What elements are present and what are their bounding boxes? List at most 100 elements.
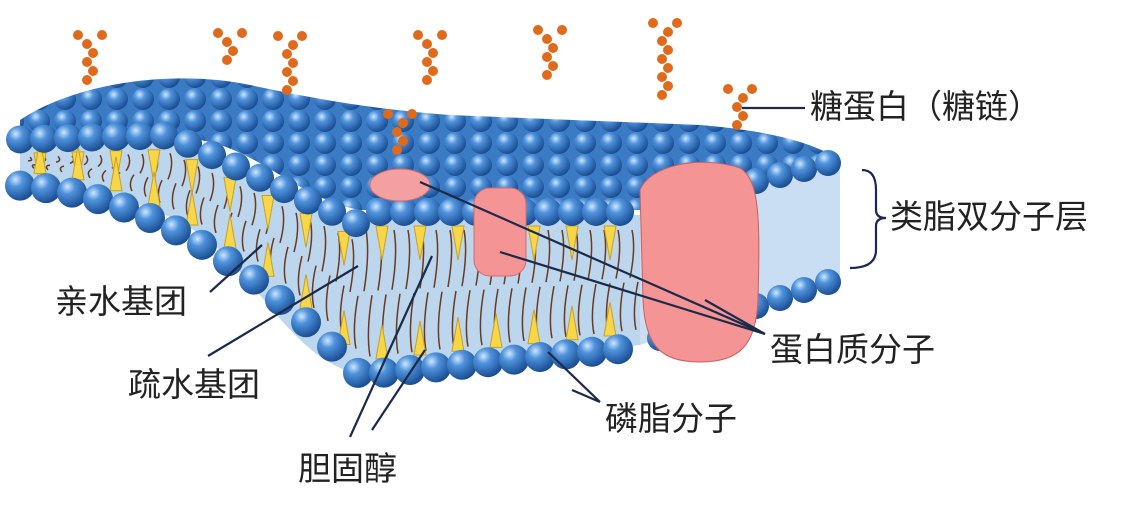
- lipid-tail: [545, 229, 551, 283]
- phospholipid-head: [198, 141, 226, 170]
- lipid-tail: [461, 229, 467, 287]
- phospholipid-head: [577, 336, 607, 367]
- sugar-unit: [213, 28, 223, 38]
- cholesterol-molecule: [261, 195, 275, 230]
- phospholipid-head: [499, 344, 529, 375]
- phospholipid-head: [525, 342, 555, 372]
- phospholipid-head: [187, 229, 217, 260]
- lipid-bilayer-brace: [849, 168, 887, 270]
- phospholipid-head: [109, 192, 139, 223]
- cholesterol-molecule: [185, 159, 199, 194]
- phospholipid-head: [150, 121, 178, 150]
- phospholipid-head: [83, 184, 113, 215]
- sugar-unit: [407, 109, 417, 119]
- sugar-unit: [82, 39, 92, 49]
- sugar-unit: [648, 18, 658, 28]
- phospholipid-head: [767, 162, 793, 188]
- lipid-tail: [521, 287, 527, 342]
- sugar-unit: [288, 76, 298, 86]
- lipid-tail: [209, 172, 215, 202]
- sugar-unit: [97, 30, 107, 40]
- cholesterol-molecule: [413, 320, 427, 356]
- cholesterol-molecule: [109, 156, 123, 192]
- sugar-unit: [663, 81, 673, 91]
- lipid-tail: [251, 192, 257, 226]
- sugar-unit: [288, 40, 298, 50]
- sugar-unit: [672, 18, 682, 28]
- lipid-tail: [213, 204, 219, 234]
- lipid-tail: [283, 246, 289, 284]
- lipid-tail: [195, 166, 201, 194]
- sugar-unit: [392, 145, 402, 155]
- lipid-tail: [433, 229, 439, 288]
- sugar-unit: [533, 25, 543, 35]
- phospholipid-head: [438, 198, 466, 226]
- sugar-unit: [282, 49, 292, 59]
- cholesterol-molecule: [451, 225, 465, 261]
- phospholipid-head: [551, 339, 581, 370]
- lipid-tail: [465, 290, 471, 347]
- lipid-tail: [479, 289, 485, 346]
- phospholipid-head: [414, 198, 442, 226]
- leader-phospholipid-1: [547, 351, 601, 403]
- phospholipid-head: [318, 197, 346, 226]
- phospholipid-head: [31, 173, 61, 204]
- lipid-tail: [237, 186, 243, 218]
- lipid-tail: [437, 291, 443, 350]
- sugar-unit: [732, 120, 742, 130]
- phospholipid-head: [447, 349, 477, 380]
- lipid-tail: [311, 265, 317, 309]
- label-hydrophilic-group: 亲水基团: [55, 282, 187, 321]
- leader-protein-1: [419, 180, 766, 336]
- cholesterol-molecule: [375, 225, 389, 261]
- leader-lines: [207, 106, 887, 438]
- sugar-unit: [222, 55, 232, 65]
- lipid-tail: [59, 165, 65, 173]
- lipid-tail: [125, 154, 131, 172]
- phospholipid-head: [102, 122, 130, 151]
- glycoprotein-sugar-chains: [73, 18, 757, 155]
- sugar-unit: [73, 30, 83, 40]
- sugar-unit: [657, 90, 667, 100]
- sugar-unit: [428, 66, 438, 76]
- phospholipid-head: [317, 331, 347, 362]
- lipid-tail: [619, 282, 625, 332]
- sugar-unit: [422, 57, 432, 67]
- phospholipid-head: [582, 198, 610, 226]
- lipid-tail: [171, 183, 177, 210]
- phospholipid-head: [395, 355, 425, 385]
- sugar-unit: [428, 48, 438, 58]
- sugar-unit: [437, 30, 447, 40]
- lipid-tail: [559, 229, 565, 282]
- lipid-tail: [325, 275, 331, 322]
- sugar-unit: [657, 36, 667, 46]
- lipid-tail: [241, 220, 247, 252]
- sugar-unit: [422, 75, 432, 85]
- leader-cholesterol-1: [348, 255, 434, 438]
- cholesterol-molecule: [413, 225, 427, 261]
- label-glycoprotein: 糖蛋白（糖链）: [810, 87, 1041, 126]
- phospholipid-head: [135, 202, 165, 233]
- lipid-tail: [395, 293, 401, 354]
- phospholipid-head: [767, 285, 793, 311]
- sugar-unit: [273, 31, 283, 41]
- lipid-tail: [391, 229, 397, 290]
- lipid-tail: [97, 154, 103, 168]
- lipid-tail: [601, 229, 607, 280]
- sugar-unit: [82, 57, 92, 67]
- cholesterol-molecule: [185, 190, 199, 226]
- phospholipid-head: [534, 198, 562, 226]
- lipid-tail: [181, 159, 187, 187]
- lipid-tail: [27, 156, 33, 162]
- lipid-tail: [83, 155, 89, 166]
- phospholipid-head: [30, 124, 58, 153]
- sugar-unit: [557, 25, 567, 35]
- cholesterol-molecule: [603, 225, 617, 261]
- phospholipid-head: [6, 125, 34, 154]
- lipid-tail: [293, 212, 299, 253]
- sugar-unit: [738, 111, 748, 121]
- lipid-tail: [591, 283, 597, 335]
- sugar-unit: [663, 63, 673, 73]
- phospholipid-head: [815, 150, 841, 176]
- lipid-tail: [615, 229, 621, 279]
